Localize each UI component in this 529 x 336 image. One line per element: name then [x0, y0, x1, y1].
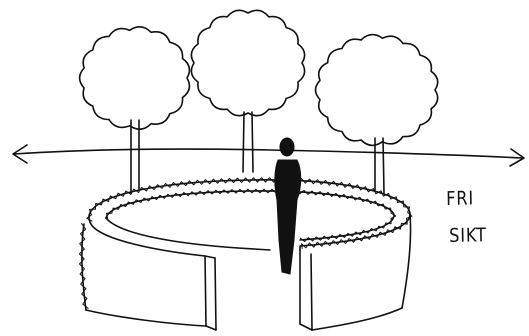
tree-crown: [316, 35, 438, 146]
hedge-wall-right: [300, 214, 411, 330]
hedge-zigzag: [87, 178, 412, 249]
hedge-zigzag: [79, 224, 88, 309]
hedge-wall-left: [82, 224, 216, 330]
person-silhouette: [275, 138, 301, 274]
tree-crown: [191, 10, 304, 115]
label-fri: FRI: [446, 187, 474, 210]
tree-crown: [80, 27, 190, 129]
label-sikt: SIKT: [449, 224, 487, 247]
tree-crowns: [80, 10, 438, 145]
sight-line-arrow: [13, 145, 524, 166]
